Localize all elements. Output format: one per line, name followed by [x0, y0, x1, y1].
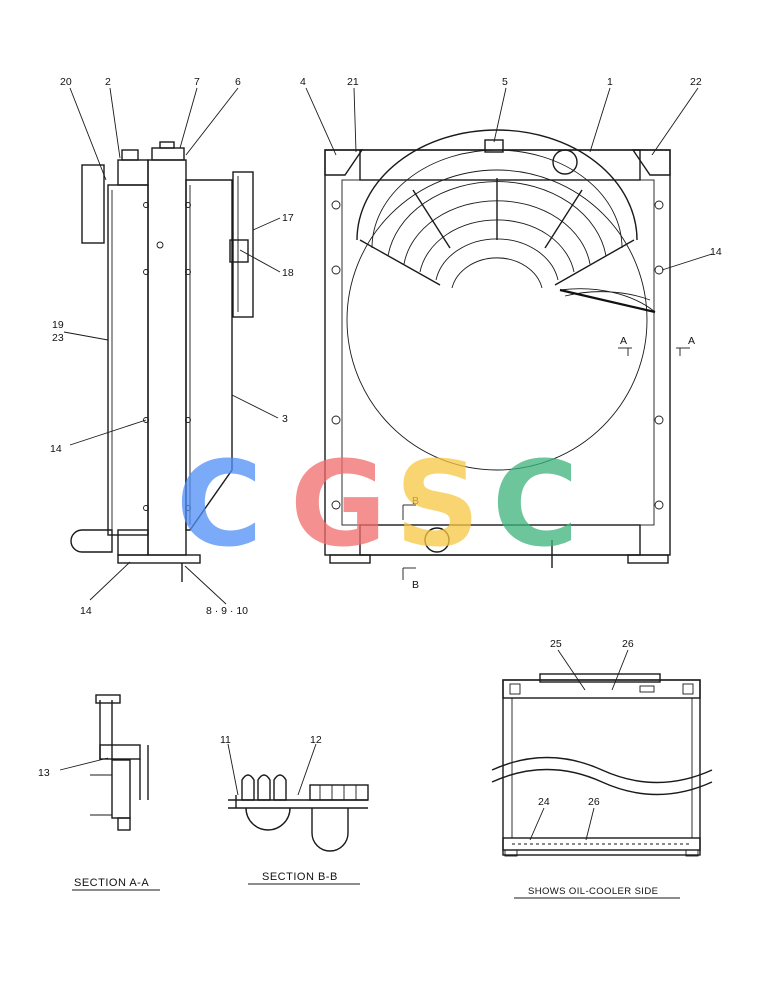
label-14-side: 14 — [50, 443, 62, 455]
watermark-letter-g: G — [290, 435, 387, 573]
side-view — [70, 141, 254, 582]
label-14-base: 14 — [80, 605, 92, 617]
label-5: 5 — [502, 76, 508, 88]
label-20: 20 — [60, 76, 72, 88]
section-marker-b-top: B — [412, 495, 419, 507]
watermark-letter-c2: C — [492, 435, 579, 573]
label-2: 2 — [105, 76, 111, 88]
label-26-bottom: 26 — [588, 796, 600, 808]
label-11: 11 — [220, 734, 231, 746]
label-13: 13 — [38, 767, 50, 779]
label-17: 17 — [282, 212, 294, 224]
label-23: 23 — [52, 332, 64, 344]
label-19: 19 — [52, 319, 64, 331]
section-bb-detail — [228, 774, 369, 852]
label-8-9-10: 8 · 9 · 10 — [206, 605, 248, 617]
oil-cooler-side-view — [491, 673, 713, 857]
section-marker-a-right: A — [688, 335, 695, 347]
cgsc-watermark: C G S C — [176, 435, 579, 573]
label-25: 25 — [550, 638, 562, 650]
label-14-front: 14 — [710, 246, 722, 258]
section-aa-detail — [90, 694, 149, 831]
label-26-top: 26 — [622, 638, 634, 650]
section-captions: SECTION A-A SECTION B-B SHOWS OIL-COOLER… — [72, 871, 680, 899]
label-6: 6 — [235, 76, 241, 88]
caption-section-aa: SECTION A-A — [74, 877, 149, 889]
caption-oil-cooler-side: SHOWS OIL-COOLER SIDE — [528, 886, 658, 897]
part-number-labels: 20 2 7 6 4 21 5 1 22 17 18 14 19 23 3 14… — [38, 76, 722, 808]
label-18: 18 — [282, 267, 294, 279]
watermark-letter-s: S — [395, 435, 480, 573]
watermark-letter-c1: C — [176, 435, 263, 573]
section-marker-a-left: A — [620, 335, 627, 347]
label-3: 3 — [282, 413, 288, 425]
label-24: 24 — [538, 796, 550, 808]
label-22: 22 — [690, 76, 702, 88]
label-1: 1 — [607, 76, 613, 88]
label-12: 12 — [310, 734, 322, 746]
label-4: 4 — [300, 76, 306, 88]
caption-section-bb: SECTION B-B — [262, 871, 338, 883]
section-marker-b-bottom: B — [412, 579, 419, 591]
label-7: 7 — [194, 76, 200, 88]
leader-lines — [59, 87, 713, 841]
label-21: 21 — [347, 76, 359, 88]
